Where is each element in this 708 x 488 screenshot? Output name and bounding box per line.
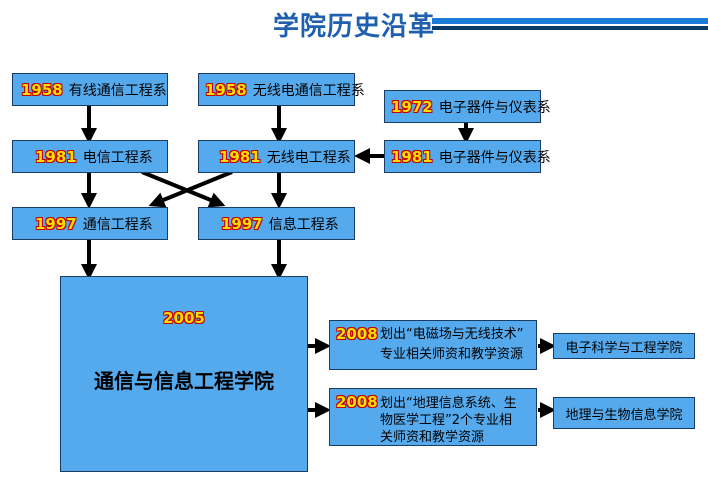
desc-line: 专业相关师资和教学资源 — [380, 347, 524, 362]
year-label: 1958 — [21, 80, 63, 99]
dept-label: 信息工程系 — [268, 216, 339, 233]
dept-label: 有线通信工程系 — [68, 82, 167, 99]
desc-line: 划出“电磁场与无线技术” — [380, 327, 524, 342]
box-1981-telecom: 1981 电信工程系 — [12, 140, 168, 173]
title-decoration-bar-dark — [432, 26, 708, 30]
school-name: 通信与信息工程学院 — [94, 369, 274, 393]
dept-label: 无线电通信工程系 — [252, 82, 365, 99]
arrow-1981a-1997b-cross — [141, 170, 226, 208]
desc-line: 划出“地理信息系统、生 — [380, 396, 517, 411]
box-1958-wireless: 1958 无线电通信工程系 — [198, 73, 365, 106]
dept-label: 电子器件与仪表系 — [438, 149, 551, 166]
box-2008-split-geo: 2008 划出“地理信息系统、生 物医学工程”2个专业相 关师资和教学资源 — [329, 388, 537, 446]
dept-label: 电信工程系 — [82, 149, 153, 166]
desc-line: 关师资和教学资源 — [380, 430, 485, 445]
year-label: 2008 — [336, 325, 378, 343]
year-label: 1981 — [391, 147, 433, 166]
dept-label: 通信工程系 — [82, 216, 153, 233]
year-label: 1997 — [221, 214, 263, 233]
title-decoration-bar — [432, 18, 708, 24]
box-2008-split-em: 2008 划出“电磁场与无线技术” 专业相关师资和教学资源 — [329, 320, 537, 370]
year-label: 1981 — [35, 147, 77, 166]
year-label: 2008 — [336, 393, 378, 411]
box-1997-comm: 1997 通信工程系 — [12, 207, 168, 240]
desc-line: 物医学工程”2个专业相 — [380, 413, 513, 428]
arrow-1981b-1997a-cross — [148, 170, 233, 208]
target-electronic-school: 电子科学与工程学院 — [553, 333, 695, 359]
box-2005-school: 2005 通信与信息工程学院 — [60, 276, 308, 472]
target-geo-bio-school: 地理与生物信息学院 — [553, 397, 695, 429]
box-1981-wireless: 1981 无线电工程系 — [198, 140, 355, 173]
year-label: 1981 — [219, 147, 261, 166]
year-label: 1997 — [35, 214, 77, 233]
year-label: 2005 — [163, 309, 205, 327]
dept-label: 电子器件与仪表系 — [438, 99, 551, 116]
year-label: 1958 — [205, 80, 247, 99]
page-title: 学院历史沿革 — [272, 12, 435, 42]
box-1972-devices: 1972 电子器件与仪表系 — [384, 90, 551, 123]
dept-label: 无线电工程系 — [266, 149, 351, 166]
box-1981-devices: 1981 电子器件与仪表系 — [384, 140, 551, 173]
split-description: 划出“地理信息系统、生 物医学工程”2个专业相 关师资和教学资源 — [380, 395, 532, 446]
box-1958-wired: 1958 有线通信工程系 — [12, 73, 168, 106]
split-description: 划出“电磁场与无线技术” 专业相关师资和教学资源 — [380, 325, 532, 365]
year-label: 1972 — [391, 97, 433, 116]
box-1997-info: 1997 信息工程系 — [198, 207, 355, 240]
